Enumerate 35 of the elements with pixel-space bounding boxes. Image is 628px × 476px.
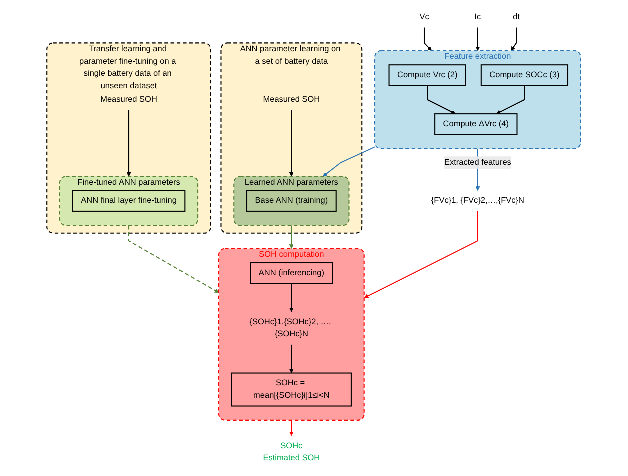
node-box: Base ANN (training) [246, 190, 337, 212]
node-text: Ic [474, 12, 482, 22]
node-box: Compute Vrc (2) [388, 64, 466, 86]
node-label: Estimated SOH [263, 454, 320, 463]
node-label: Learned ANN parameters [244, 178, 338, 187]
cluster [234, 176, 350, 226]
arrow [364, 211, 478, 298]
node-text: {FVc}1, {FVc}2,…,{FVc}N [431, 196, 524, 206]
arrow [289, 226, 294, 250]
node-text: Measured SOH [263, 95, 320, 104]
node-text: dt [513, 12, 520, 22]
node-text: SOHc [280, 442, 303, 450]
arrow [424, 28, 432, 52]
node-text: {SOHc}1,{SOHc}2, …, {SOHc}N [250, 318, 332, 339]
node-box: Compute ΔVrc (4) [434, 114, 518, 136]
node-text: Vc [420, 12, 430, 22]
node-box: Compute SOCc (3) [480, 64, 569, 86]
arrow [322, 146, 376, 177]
arrow [476, 28, 480, 52]
arrow [126, 110, 132, 177]
arrow [289, 344, 294, 374]
arrow [496, 86, 526, 114]
arrow [128, 226, 220, 294]
node-text: Measured SOH [100, 95, 158, 104]
arrow [289, 284, 294, 312]
node-box: ANN final layer fine-tuning [72, 190, 186, 212]
cluster [59, 176, 199, 226]
edge-label: Extracted features [444, 158, 512, 167]
arrow [289, 420, 294, 436]
arrow [427, 86, 456, 114]
arrow [289, 110, 294, 177]
node-label: Fine-tuned ANN parameters [78, 178, 180, 187]
node-box: SOHc = mean[{SOHc}i]1≤i<N [231, 372, 352, 407]
arrow [511, 28, 518, 52]
node-box: ANN (inferencing) [250, 262, 334, 284]
